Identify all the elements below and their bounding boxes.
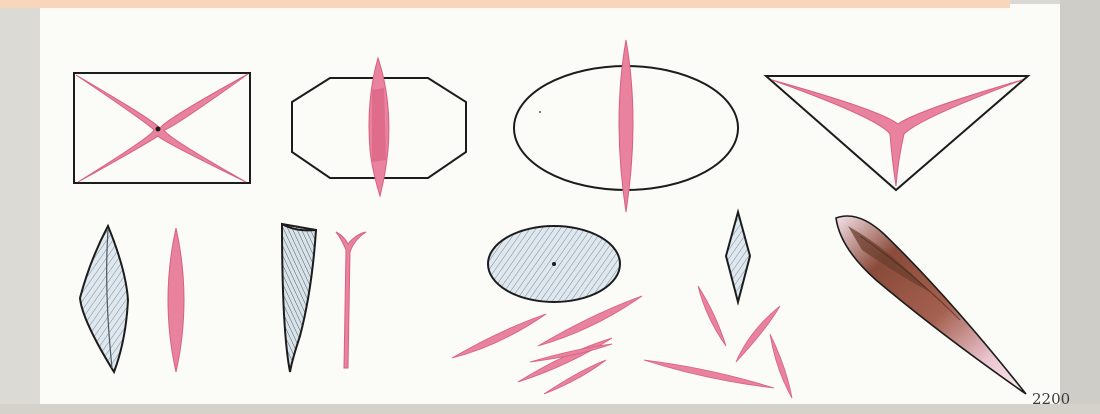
peach-banner (0, 0, 1010, 8)
shaded-disc (488, 226, 620, 302)
right-edge-shadow (1060, 0, 1100, 414)
figure-number-label: 2200 (1032, 390, 1070, 408)
left-edge-shadow (0, 0, 40, 414)
paper-sheet (38, 4, 1074, 410)
bottom-edge (0, 404, 1100, 414)
